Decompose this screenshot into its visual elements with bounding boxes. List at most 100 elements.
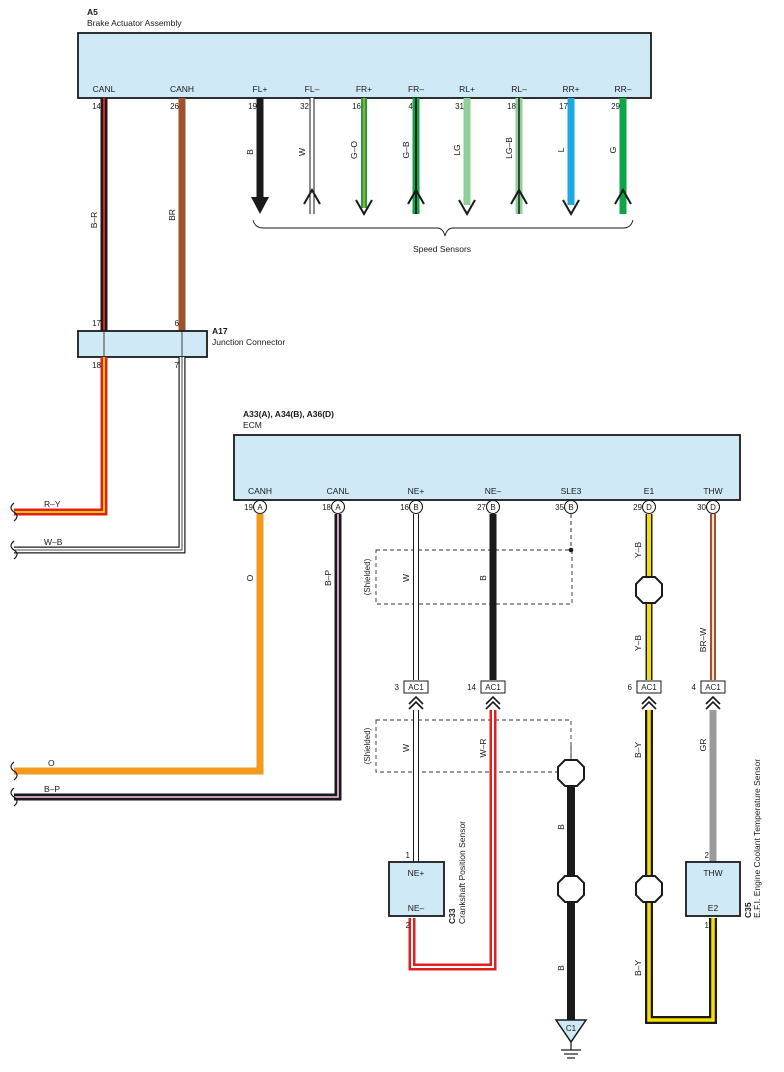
wire-e1-lower	[645, 710, 717, 1024]
ecm-pin-18: 18	[322, 503, 331, 512]
wire-break-icon	[10, 502, 18, 522]
wire-label-o: O	[245, 574, 255, 581]
a5-term-rl-minus: RL–	[511, 84, 527, 94]
ecm-term-e1: E1	[644, 486, 655, 496]
coolant-temp-sensor-box	[685, 861, 741, 917]
shielded-label-lower: (Shielded)	[363, 727, 372, 764]
arrow-up-icon	[614, 187, 632, 205]
ground-triangle-icon	[554, 1019, 588, 1044]
c35-code: C35	[743, 902, 753, 918]
a5-term-rr-plus: RR+	[562, 84, 579, 94]
a5-terminal-labels: CANL CANH FL+ FL– FR+ FR– RL+ RL– RR+ RR…	[93, 84, 632, 94]
arrow-down-icon	[251, 197, 269, 214]
ecm-term-ne-plus: NE+	[408, 486, 425, 496]
arrow-up-icon	[303, 187, 321, 205]
ac1-pin-6: 6	[628, 683, 633, 692]
ac1-label-4: AC1	[705, 683, 721, 692]
wire-label-fr-minus: G–B	[401, 141, 411, 158]
wire-break-icon	[10, 540, 18, 560]
ground-symbol-icon	[561, 1042, 581, 1059]
c35-term-thw: THW	[703, 868, 722, 878]
ecm-conn-b-1: B	[413, 503, 418, 512]
c35-name: E.F.I. Engine Coolant Temperature Sensor	[752, 759, 762, 918]
wire-w-b	[14, 357, 186, 554]
wire-label-w-b: W–B	[44, 537, 63, 547]
ecm-conn-d-2: D	[710, 503, 716, 512]
a5-term-fl-minus: FL–	[305, 84, 320, 94]
ecm-box	[233, 434, 741, 501]
wire-break-icon	[10, 787, 18, 807]
wire-label-br-w: BR–W	[698, 628, 708, 653]
ecm-term-ne-minus: NE–	[485, 486, 502, 496]
a5-pin-29: 29	[611, 102, 620, 111]
wire-label-b-p: B–P	[323, 570, 333, 586]
c33-pin-1: 1	[406, 851, 411, 860]
ac1-connectors: AC1 3 AC1 14 AC1 6 AC1 4	[395, 680, 726, 710]
a5-term-canh: CANH	[170, 84, 194, 94]
crankshaft-sensor-box	[388, 861, 445, 917]
a17-pin-17: 17	[92, 319, 101, 328]
wire-label-w-upper: W	[401, 574, 411, 582]
shield-box-upper	[375, 549, 573, 605]
ecm-term-sle3: SLE3	[561, 486, 582, 496]
ecm-conn-b-3: B	[568, 503, 573, 512]
wire-label-br: BR	[167, 209, 177, 221]
c33-term-ne-plus: NE+	[408, 868, 425, 878]
a17-pin-18: 18	[92, 361, 101, 370]
wire-label-ground-b-1: B	[556, 824, 566, 830]
c35-term-e2: E2	[708, 903, 719, 913]
wire-label-r-y: R–Y	[44, 499, 61, 509]
ecm-term-canh: CANH	[248, 486, 272, 496]
ac1-label-1: AC1	[408, 683, 424, 692]
a5-term-rr-minus: RR–	[614, 84, 631, 94]
ecm-pins: 19 A 18 A 16 B 27 B 35 B 29 D 30 D	[244, 499, 721, 515]
c33-name: Crankshaft Position Sensor	[457, 821, 467, 924]
splice-point-icon	[635, 875, 663, 903]
wire-label-y-b-1: Y–B	[633, 542, 643, 558]
wire-label-b-r: B–R	[89, 212, 99, 229]
wire-label-rr-minus: G	[608, 147, 618, 154]
speed-sensor-wires	[251, 98, 632, 217]
arrow-up-icon	[510, 187, 528, 205]
ecm-pin-35: 35	[555, 503, 564, 512]
wire-label-b-y-1: B–Y	[633, 742, 643, 758]
c35-pin-1: 1	[705, 921, 710, 930]
a5-term-fr-plus: FR+	[356, 84, 372, 94]
speed-sensors-bracket	[252, 219, 634, 237]
a5-pin-31: 31	[455, 102, 464, 111]
ecm-pin-29: 29	[633, 503, 642, 512]
a5-term-fl-plus: FL+	[253, 84, 268, 94]
wire-label-ground-b-2: B	[556, 965, 566, 971]
ecm-conn-a-2: A	[335, 503, 341, 512]
ecm-conn-d-1: D	[646, 503, 652, 512]
a17-pin-7: 7	[175, 361, 180, 370]
ground-label-c1: C1	[566, 1024, 577, 1033]
ac1-pin-14: 14	[467, 683, 476, 692]
wire-label-o-left: O	[48, 758, 55, 768]
wire-label-rl-minus: LG–B	[504, 137, 514, 159]
wire-break-icon	[10, 761, 18, 781]
splice-point-icon	[557, 759, 585, 787]
a5-pin-4: 4	[409, 102, 414, 111]
wire-label-w-lower: W	[401, 744, 411, 752]
wire-label-b-y-2: B–Y	[633, 960, 643, 976]
shielded-label-upper: (Shielded)	[363, 558, 372, 595]
a5-term-rl-plus: RL+	[459, 84, 475, 94]
a17-code: A17	[212, 326, 228, 336]
a17-pin-6: 6	[175, 319, 180, 328]
ecm-conn-b-2: B	[490, 503, 495, 512]
a5-term-fr-minus: FR–	[408, 84, 424, 94]
a5-term-canl: CANL	[93, 84, 116, 94]
wire-ecm-canh	[14, 514, 264, 775]
wire-label-b-upper: B	[478, 575, 488, 581]
junction-connector-box	[77, 330, 208, 358]
a5-pin-26: 26	[170, 102, 179, 111]
ecm-code: A33(A), A34(B), A36(D)	[243, 409, 334, 419]
ecm-pin-27: 27	[477, 503, 486, 512]
brake-actuator-box	[77, 32, 652, 99]
shield-junction-dot	[568, 547, 574, 553]
ecm-terminal-labels: CANH CANL NE+ NE– SLE3 E1 THW	[248, 486, 723, 496]
wire-ne-minus-lower	[408, 710, 497, 971]
ac1-pin-3: 3	[395, 683, 400, 692]
